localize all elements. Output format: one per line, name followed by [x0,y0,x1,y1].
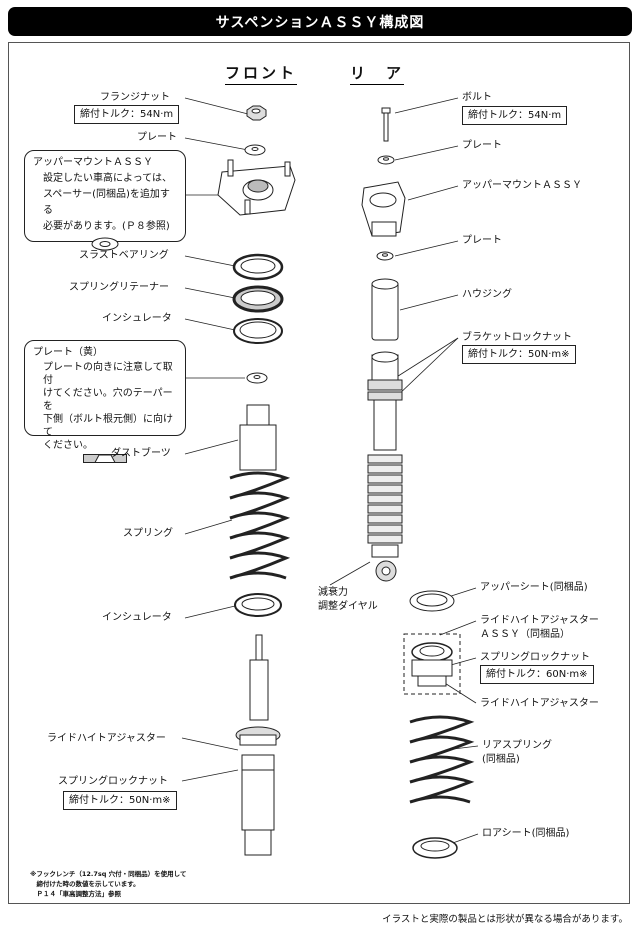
label-ride-height-adjuster: ライドハイトアジャスター [47,733,166,744]
label-rear-plate-bottom: プレート [462,235,502,246]
label-rear-upper-mount: アッパーマウントＡＳＳＹ [462,180,582,191]
diagram-frame [8,42,630,904]
callout-title: アッパーマウントＡＳＳＹ [33,157,153,168]
callout-plate-yellow: プレート（黄） プレートの向きに注意して取付 けてください。穴のテーパーを 下側… [24,340,186,463]
torque-bolt: 締付トルク：54N·m [462,106,568,125]
label-dust-boot: ダストブーツ [111,448,171,459]
callout-line: 下側（ボルト根元側）に向けて [43,414,173,438]
footnote-line: 締付けた時の数値を示しています。 [30,880,140,888]
label-damping-dial-2: 調整ダイヤル [318,601,378,612]
torque-spring-lock-nut-rear: 締付トルク：60N·m※ [480,665,594,684]
footnote-line: ※フックレンチ（12.7sq 穴付・同梱品）を使用して [30,870,187,878]
label-insulator-top: インシュレータ [102,313,172,324]
disclaimer: イラストと実際の製品とは形状が異なる場合があります。 [382,914,628,925]
heading-rear: リ ア [350,62,405,85]
label-insulator-bottom: インシュレータ [102,612,172,623]
torque-bracket-lock-nut: 締付トルク：50N·m※ [462,345,576,364]
page-title: サスペンションＡＳＳＹ構成図 [8,7,632,36]
label-housing: ハウジング [462,289,512,300]
label-front-plate: プレート [137,132,177,143]
callout-line: ください。 [43,440,93,451]
callout-upper-mount: アッパーマウントＡＳＳＹ 設定したい車高によっては、 スペーサー(同梱品)を追加… [24,150,186,251]
leader-lines [181,97,479,845]
label-lower-seat: ロアシート(同梱品) [482,828,570,839]
label-damping-dial-1: 減衰力 [318,587,348,598]
label-rear-spring-2: (同梱品) [482,754,520,765]
heading-front: フロント [225,62,298,85]
callout-line: スペーサー(同梱品)を追加する [43,189,170,216]
label-spring-lock-nut: スプリングロックナット [58,776,168,787]
plate-taper-icon [83,454,127,463]
label-rear-ride-height-adjuster: ライドハイトアジャスター [480,698,599,709]
label-rear-spring-1: リアスプリング [482,740,552,751]
torque-spring-lock-nut-front: 締付トルク：50N·m※ [63,791,177,810]
label-thrust-bearing: スラストベアリング [79,250,169,261]
label-spring-retainer: スプリングリテーナー [69,282,169,293]
callout-line: プレートの向きに注意して取付 [43,362,173,386]
label-bracket-lock-nut: ブラケットロックナット [462,332,572,343]
callout-title: プレート（黄） [33,347,103,358]
label-rear-spring-lock-nut: スプリングロックナット [480,652,590,663]
spacer-icon [91,237,119,251]
torque-flange-nut: 締付トルク：54N·m [74,105,180,124]
footnote-line: Ｐ１４「車高調整方法」参照 [30,890,122,898]
label-upper-seat: アッパーシート(同梱品) [480,582,588,593]
callout-line: 必要があります。(Ｐ８参照) [43,221,170,232]
footnote: ※フックレンチ（12.7sq 穴付・同梱品）を使用して 締付けた時の数値を示して… [30,869,186,899]
label-ride-height-assy-1: ライドハイトアジャスター [480,615,599,626]
callout-line: 設定したい車高によっては、 [43,173,172,184]
label-rear-plate-top: プレート [462,140,502,151]
label-spring: スプリング [123,528,173,539]
label-ride-height-assy-2: ＡＳＳＹ（同梱品） [480,629,570,640]
callout-line: けてください。穴のテーパーを [43,388,173,412]
label-bolt: ボルト [462,92,492,103]
label-flange-nut: フランジナット [100,92,170,103]
